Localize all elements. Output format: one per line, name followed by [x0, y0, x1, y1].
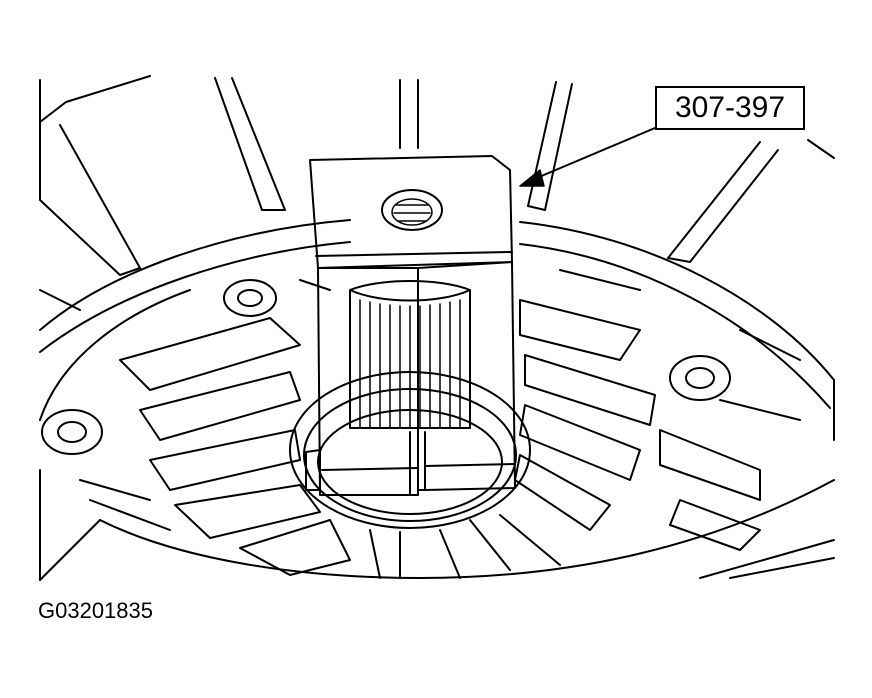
callout-leader-arrow — [519, 127, 656, 187]
tool-number-callout: 307-397 — [655, 86, 805, 130]
bolt-boss-upper-left — [223, 279, 277, 317]
bolt-boss-left — [41, 409, 103, 455]
bolt-boss-right — [669, 355, 731, 401]
figure-id: G03201835 — [38, 598, 153, 623]
housing-flange — [39, 219, 835, 581]
special-tool-icon — [305, 155, 516, 496]
tool-number-label: 307-397 — [674, 91, 786, 124]
housing-inner-web — [79, 269, 801, 579]
housing-upper-ribs — [39, 75, 835, 311]
